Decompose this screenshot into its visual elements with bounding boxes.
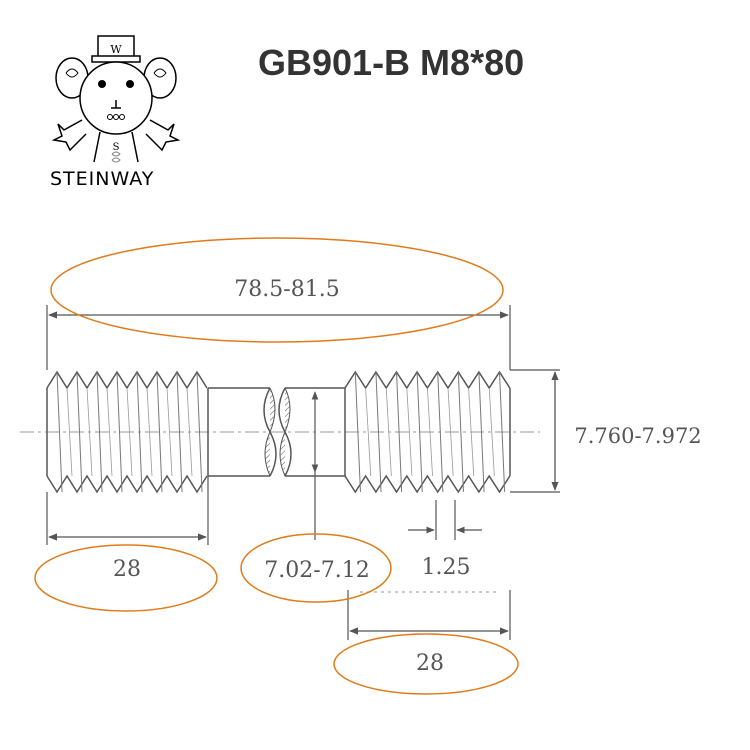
- shank-right: [278, 387, 345, 477]
- thread-pitch-label: 1.25: [422, 555, 471, 580]
- highlight-left-thread-length: [34, 544, 218, 612]
- major-diameter-label: 7.760-7.972: [574, 424, 701, 448]
- left-thread-length-label: 28: [113, 557, 141, 582]
- highlight-right-thread-length: [333, 633, 519, 695]
- shank-diameter-label: 7.02-7.12: [264, 558, 369, 583]
- highlight-shank-diameter: [240, 533, 392, 603]
- right-thread: [344, 370, 511, 494]
- highlight-total-length: [50, 237, 504, 343]
- logo-hat-letter: W: [110, 43, 122, 56]
- right-thread-length-label: 28: [416, 651, 444, 676]
- total-length-label: 78.5-81.5: [234, 277, 339, 302]
- shank-left: [208, 387, 277, 477]
- logo-tie-letter: S: [113, 142, 120, 153]
- page-title: GB901-B M8*80: [258, 42, 525, 83]
- brand-name: STEINWAY: [50, 168, 155, 190]
- steinway-mascot-logo: W S: [51, 35, 181, 163]
- left-thread: [46, 370, 209, 494]
